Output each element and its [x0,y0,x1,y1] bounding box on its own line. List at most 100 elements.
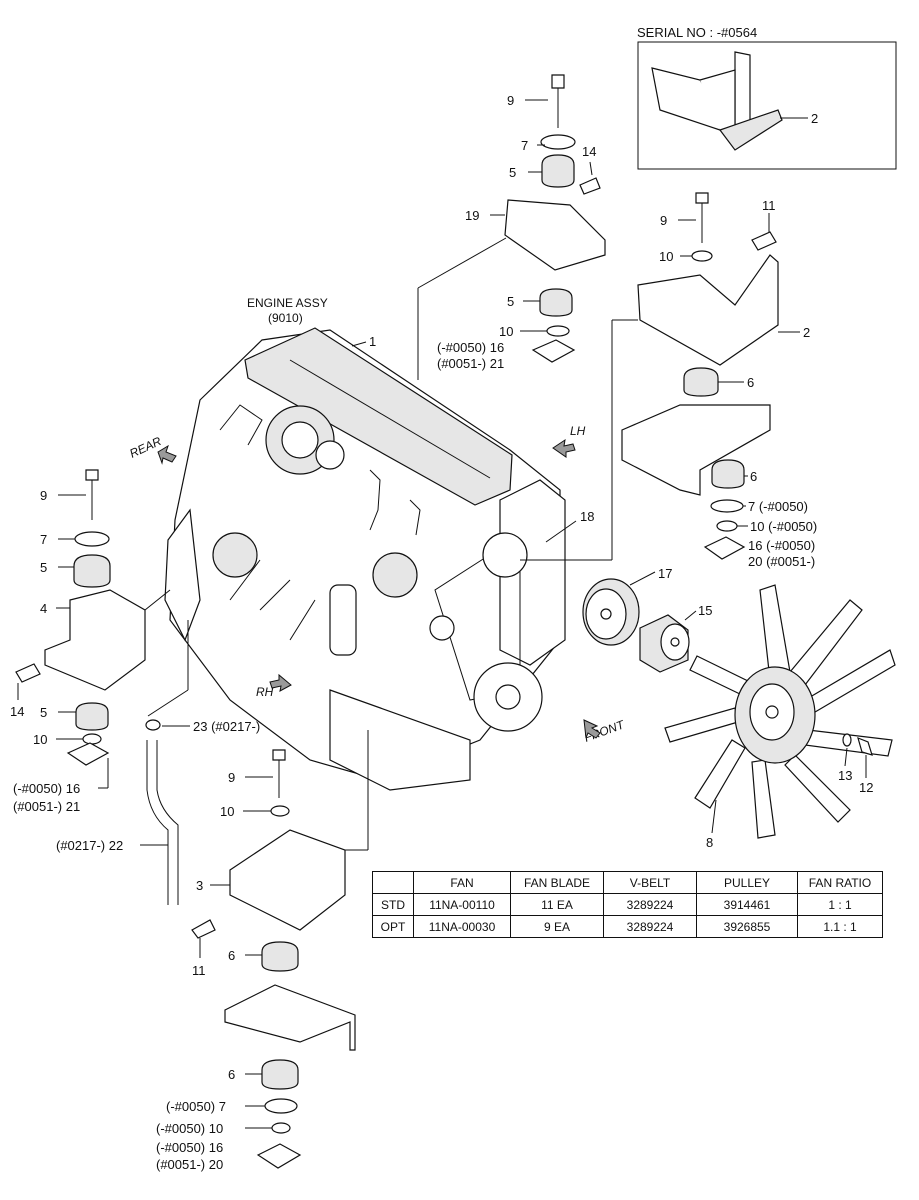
washer-7-top [540,134,576,150]
table-header-cell [372,871,414,894]
table-header-cell: FAN [413,871,511,894]
cell-fan: 11NA-00030 [413,915,511,938]
callout-13: 13 [838,768,852,783]
alternator [372,552,418,598]
callout-5-top: 5 [509,165,516,180]
bolt-14-top [579,177,601,195]
rubber-mount-6b-bottom [261,1059,299,1090]
clip-23 [145,719,161,731]
fan-group: 18 17 15 8 [545,509,896,850]
chassis-plate-right [621,404,771,496]
washer-10-right [691,250,713,262]
callout-9-bottom: 9 [228,770,235,785]
callout-19-top: 19 [465,208,479,223]
oil-pan [329,689,471,791]
rubber-mount-5b-left [75,702,109,731]
engine-assembly: ENGINE ASSY (9010) 1 [164,296,566,791]
washer-10b-bottom [271,1122,291,1134]
callout-10-left: 10 [33,732,47,747]
callout-3-bottom: 3 [196,878,203,893]
table-header-row: FAN FAN BLADE V-BELT PULLEY FAN RATIO [372,871,883,894]
rh-arrow-icon [269,673,292,692]
bolt-9-bottom [272,749,286,761]
callout-16-top: (-#0050) 16 [437,340,504,355]
direction-rear: REAR [127,434,163,461]
callout-2-right: 2 [803,325,810,340]
washer-13 [842,733,852,747]
callout-10-bottom: 10 [220,804,234,819]
timing-cover [499,479,566,666]
bracket-3-bottom [229,829,346,931]
washer-10-left [82,733,102,745]
callout-4-left: 4 [40,601,47,616]
flywheel-housing [164,508,201,642]
engine-assy-code: (9010) [268,311,303,325]
row-type: STD [372,893,414,916]
hose-22-right [156,740,179,905]
callout-9-left: 9 [40,488,47,503]
washer-10-bottom [270,805,290,817]
callout-7-left: 7 [40,532,47,547]
callout-16-left: (-#0050) 16 [13,781,80,796]
callout-5b-top: 5 [507,294,514,309]
callout-10-right: 10 [659,249,673,264]
washer-10-top [546,325,570,337]
callout-5-left: 5 [40,560,47,575]
callout-10b-bottom: (-#0050) 10 [156,1121,223,1136]
bracket-4-left [44,589,146,691]
washer-10b-right [716,520,738,532]
bolt-9-left [85,469,99,481]
callout-17: 17 [658,566,672,581]
plate-16-top [531,339,576,363]
callout-23: 23 (#0217-) [193,719,260,734]
callout-7-right: 7 (-#0050) [748,499,808,514]
cell-pulley: 3914461 [696,893,798,916]
bracket-2-right [637,254,779,366]
bottom-mount-stack: 9 10 3 11 6 6 (-#0050) 7 (-#0050) 10 (-#… [156,730,369,1172]
fan-spacer-15 [639,614,690,673]
cell-v-belt: 3289224 [603,915,697,938]
callout-6b-right: 6 [750,469,757,484]
direction-lh: LH [570,424,586,438]
plate-16-right [703,536,746,560]
callout-20-bottom: (#0051-) 20 [156,1157,223,1172]
callout-11-bottom: 11 [192,963,206,978]
plate-16-bottom [256,1143,302,1169]
rubber-mount-6-right [683,367,719,397]
callout-2-inset: 2 [811,111,818,126]
table-header-cell: FAN BLADE [510,871,604,894]
direction-rh: RH [256,685,274,699]
callout-14-top: 14 [582,144,596,159]
chassis-plate-bottom [224,984,356,1051]
callout-8: 8 [706,835,713,850]
engine-assy-title: ENGINE ASSY [247,296,328,310]
cell-pulley: 3926855 [696,915,798,938]
callout-16-right: 16 (-#0050) [748,538,815,553]
bolt-12 [857,736,873,756]
bolt-11-right [751,231,777,251]
cell-fan-blade: 9 EA [510,915,604,938]
callout-20-right: 20 (#0051-) [748,554,815,569]
bolt-14-left [15,663,41,683]
cell-fan-ratio: 1.1 : 1 [797,915,883,938]
plate-16-left [66,742,110,766]
left-mount-stack: 9 7 5 4 14 5 10 (-#0050) 16 (#0051-) 21 [10,469,171,814]
bolt-11-bottom [191,919,216,939]
callout-6b-bottom: 6 [228,1067,235,1082]
callout-12: 12 [859,780,873,795]
rubber-mount-5-left [73,554,111,588]
rubber-mount-5b-top [539,288,573,317]
water-pump-pulley [482,532,528,578]
top-mount-stack: 9 7 5 14 19 5 10 (-#0050) 16 (#0051-) 21 [417,74,606,380]
serial-inset-frame [637,41,897,170]
callout-10b-right: 10 (-#0050) [750,519,817,534]
pulley-17 [582,578,640,646]
table-row: STD 11NA-00110 11 EA 3289224 3914461 1 :… [372,893,883,916]
washer-7-right [710,499,744,513]
hose-22-left [146,740,169,905]
rubber-mount-6b-right [711,459,745,489]
table-row: OPT 11NA-00030 9 EA 3289224 3926855 1.1 … [372,915,883,938]
callout-21-left: (#0051-) 21 [13,799,80,814]
callout-10-top: 10 [499,324,513,339]
